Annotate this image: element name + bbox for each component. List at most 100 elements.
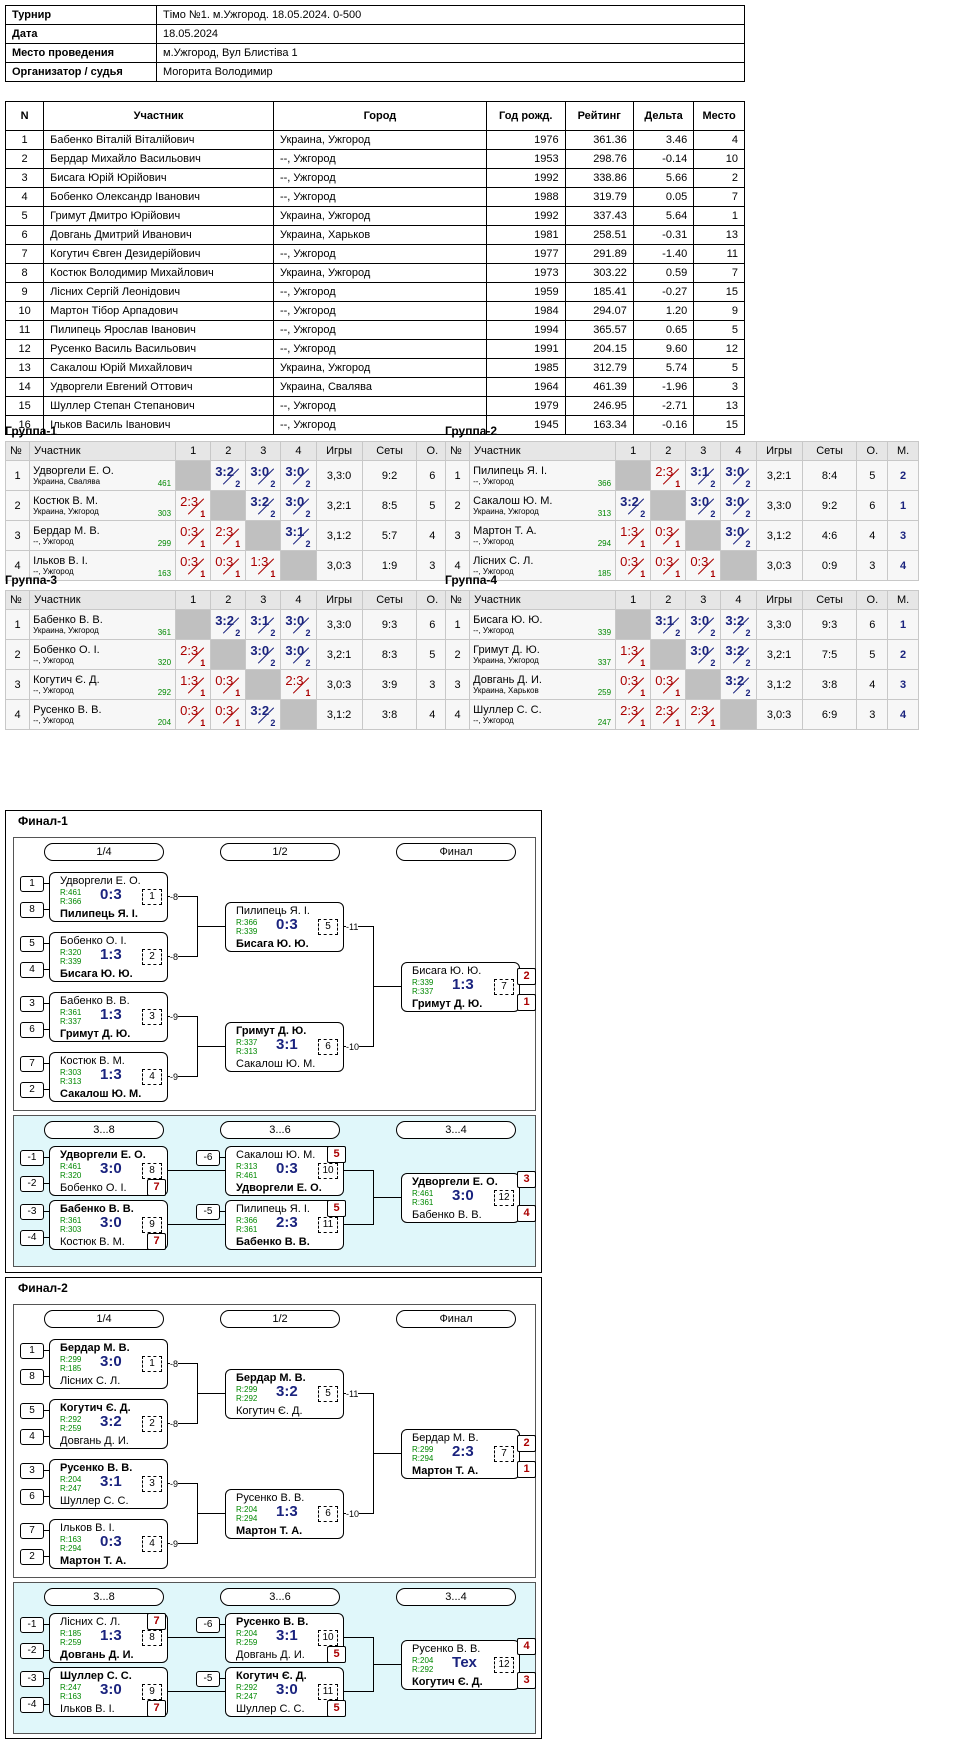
- participant-cell: --, Ужгород: [272, 187, 487, 207]
- participant-cell: 337.43: [564, 206, 634, 226]
- bracket-line: [43, 943, 49, 944]
- seed-number: -4: [20, 1230, 44, 1246]
- match-score: 3:0: [285, 643, 305, 658]
- bracket-line: [43, 1556, 49, 1557]
- match-score: 3:0: [690, 643, 710, 658]
- group-row-number: 3: [4, 520, 31, 551]
- group-place: 4: [887, 699, 919, 730]
- match-top-rating: R:185: [60, 1629, 82, 1638]
- match-points: 1: [710, 569, 716, 579]
- player-city: Украина, Свалява: [33, 477, 101, 486]
- participant-cell: 3.46: [632, 130, 695, 150]
- player-rating: 320: [157, 658, 172, 667]
- match-bottom-player: Бисага Ю. Ю.: [236, 938, 309, 950]
- match-top-player: Шуллер С. С.: [60, 1670, 132, 1682]
- match-top-player: Пилипець Я. І.: [236, 1203, 310, 1215]
- participant-cell: 3: [693, 377, 745, 397]
- player-city: --, Ужгород: [473, 716, 514, 725]
- match-score: 2:3: [655, 464, 674, 479]
- group-row-number: 3: [4, 669, 31, 700]
- match-points: 2: [710, 509, 716, 519]
- group-header-cell: М.: [887, 590, 919, 610]
- player-rating: 366: [597, 479, 612, 488]
- participant-cell: 1992: [485, 206, 566, 226]
- group-games: 3,1:2: [755, 520, 803, 551]
- match-points: 1: [675, 718, 681, 728]
- match-score: 1:3: [250, 554, 269, 569]
- match-points: 2: [270, 479, 276, 489]
- match-bottom-player: Мартон Т. А.: [412, 1465, 479, 1477]
- match-number: 5: [318, 919, 338, 935]
- match-bottom-player: Гримут Д. Ю.: [412, 998, 483, 1010]
- match-bottom-rating: R:461: [236, 1171, 258, 1180]
- group-points: 3: [856, 550, 889, 581]
- info-value: 18.05.2024: [156, 24, 745, 44]
- group-header-cell: О.: [856, 441, 889, 461]
- participant-cell: 1973: [485, 263, 566, 283]
- match-bottom-player: Бисага Ю. Ю.: [60, 968, 133, 980]
- group-diagonal-cell: [280, 699, 317, 730]
- bracket-line: [43, 1183, 49, 1184]
- participant-cell: Русенко Василь Васильович: [43, 339, 274, 359]
- participant-cell: 9: [4, 282, 45, 302]
- group-header-cell: Сеты: [801, 590, 858, 610]
- match-top-player: Удворгели Е. О.: [412, 1176, 498, 1188]
- place-tag: 5: [327, 1700, 346, 1717]
- seed-number: -6: [196, 1150, 220, 1166]
- match-top-player: Бисага Ю. Ю.: [412, 965, 482, 977]
- match-points: 2: [305, 539, 311, 549]
- group-row-number: 3: [444, 520, 471, 551]
- participant-cell: 303.22: [564, 263, 634, 283]
- seed-number: 6: [20, 1022, 44, 1038]
- match-top-player: Удворгели Е. О.: [60, 1149, 146, 1161]
- match-score: 2:3: [215, 524, 234, 539]
- participant-cell: Шуллер Степан Степанович: [43, 396, 274, 416]
- seed-number: 4: [20, 962, 44, 978]
- participant-cell: Бисага Юрій Юрійович: [43, 168, 274, 188]
- match-score: 1:3: [276, 1503, 298, 1520]
- player-rating: 303: [157, 509, 172, 518]
- group-header-cell: 3: [685, 441, 722, 461]
- player-city: --, Ужгород: [473, 567, 514, 576]
- match-points: 1: [675, 569, 681, 579]
- place-tag: 5: [327, 1146, 346, 1163]
- group-title: Группа-3: [5, 573, 58, 587]
- bracket-line: [43, 1436, 49, 1437]
- loser-destination: -10: [346, 1509, 360, 1519]
- participant-cell: 365.57: [564, 320, 634, 340]
- participant-cell: 1985: [485, 358, 566, 378]
- match-points: 1: [200, 569, 206, 579]
- player-rating: 313: [597, 509, 612, 518]
- bracket-line: [43, 883, 49, 884]
- player-city: --, Ужгород: [33, 567, 74, 576]
- participant-cell: 5: [693, 358, 745, 378]
- bracket-line: [197, 926, 225, 927]
- match-top-rating: R:366: [236, 918, 258, 927]
- participant-cell: 14: [4, 377, 45, 397]
- match-points: 1: [200, 658, 206, 668]
- participant-cell: -1.40: [632, 244, 695, 264]
- participants-header-cell: Дельта: [632, 101, 695, 131]
- match-bottom-rating: R:313: [60, 1077, 82, 1086]
- match-top-rating: R:337: [236, 1038, 258, 1047]
- group-diagonal-cell: [245, 669, 282, 700]
- participant-cell: 1992: [485, 168, 566, 188]
